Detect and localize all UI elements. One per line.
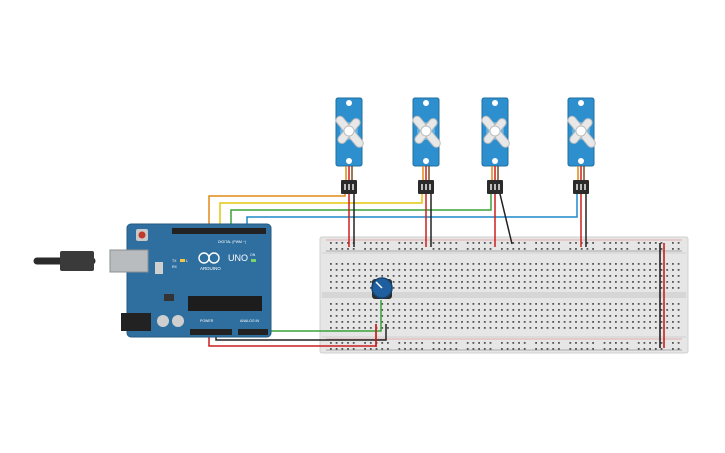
- power-label: POWER: [200, 319, 214, 323]
- digital-label: DIGITAL (PWM ~): [218, 240, 246, 244]
- servo-group: [334, 97, 597, 194]
- servo-motor-4[interactable]: [566, 97, 597, 194]
- digital-header: [172, 228, 266, 234]
- model-label: UNO: [228, 253, 248, 263]
- on-label: ON: [250, 253, 256, 257]
- signal-wires: [208, 190, 578, 228]
- crystal: [155, 262, 163, 274]
- servo-motor-1[interactable]: [334, 97, 365, 194]
- led-on: [251, 259, 256, 262]
- microcontroller-chip: [188, 296, 262, 311]
- wire-blue: [246, 194, 578, 228]
- l-label: L: [186, 259, 188, 263]
- capacitor-1: [157, 315, 169, 327]
- dc-jack: [121, 313, 151, 331]
- capacitor-2: [172, 315, 184, 327]
- potentiometer[interactable]: [371, 277, 393, 299]
- tx-label: TX: [172, 259, 177, 263]
- arduino-board[interactable]: ARDUINO UNO ON DIGITAL (PWM ~) POWER ANA…: [33, 223, 272, 338]
- power-header: [190, 329, 232, 335]
- arduino-logo: [198, 252, 220, 264]
- wire-orange: [208, 190, 346, 228]
- breadboard-holes: [326, 239, 682, 351]
- usb-port: [109, 249, 149, 273]
- servo-motor-2[interactable]: [411, 97, 442, 194]
- analog-label: ANALOG IN: [240, 319, 260, 323]
- servo-motor-3[interactable]: [480, 97, 511, 194]
- logo-text: ARDUINO: [200, 266, 221, 271]
- breadboard[interactable]: [319, 236, 689, 354]
- usb-plug: [60, 251, 94, 271]
- regulator: [164, 294, 174, 301]
- analog-header: [238, 329, 268, 335]
- wire-yellow: [219, 194, 423, 228]
- rx-label: RX: [172, 265, 178, 269]
- wire-green: [230, 194, 492, 228]
- led-l: [180, 259, 185, 262]
- servo-power-wires: [348, 193, 587, 247]
